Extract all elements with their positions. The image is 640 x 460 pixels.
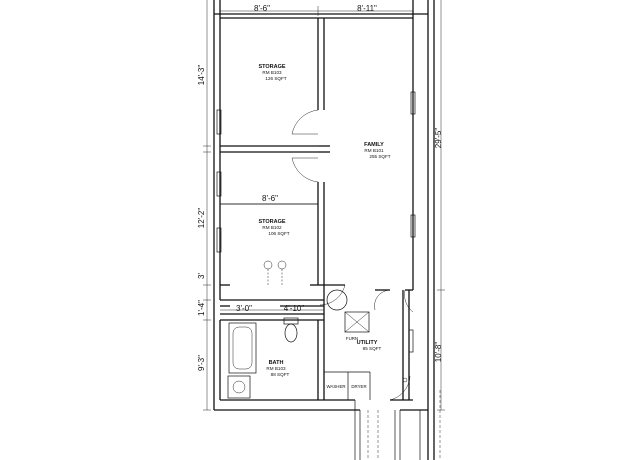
room-label-storage-lower: STORAGE RM B102 106 SQFT [258,219,289,236]
dim-left-small-a: 3' [197,273,206,279]
room-name: STORAGE [258,64,285,70]
room-label-bath: BATH RM B103 88 SQFT [266,360,289,377]
room-area: 255 SQFT [369,154,390,159]
window-markers [216,91,416,353]
room-name: BATH [269,360,284,366]
room-area: 106 SQFT [268,231,289,236]
dryer-label: DRYER [351,384,366,389]
room-number: RM B103 [262,70,282,75]
water-heater [326,289,348,311]
dim-left-small-b: 1'-4" [197,300,206,316]
room-name: UTILITY [357,340,378,346]
room-number: RM B101 [364,148,384,153]
washer-label: WASHER [326,384,345,389]
room-name: FAMILY [364,142,384,148]
room-label-family: FAMILY RM B101 255 SQFT [364,142,391,159]
dim-top-left: 8'-6" [254,4,270,13]
furnace-label: FURN [346,336,358,341]
room-number: RM B103 [266,366,286,371]
toilet [283,317,299,343]
dim-left-lower: 9'-3" [197,355,206,371]
dim-left-upper: 14'-3" [197,65,206,86]
dim-mid-storage: 8'-6" [262,194,278,203]
room-number: RM B102 [262,225,282,230]
exterior-walkway [354,390,441,460]
floor-drain [402,377,408,383]
room-area: 88 SQFT [271,372,290,377]
dim-left-mid: 12'-2" [197,208,206,229]
furnace [344,311,370,333]
room-name: STORAGE [258,219,285,225]
bathtub [228,322,257,374]
dim-top-right: 8'-11" [357,4,377,13]
room-label-storage-upper: STORAGE RM B103 126 SQFT [258,64,286,81]
exterior-walls [213,0,435,460]
dim-closet-width: 4'-10" [284,304,305,313]
vanity [227,375,251,399]
room-label-utility: UTILITY 85 SQFT [357,340,382,351]
interior-walls [220,18,413,400]
dim-right-lower: 10'-8" [434,342,443,363]
dimension-lines [203,0,445,411]
dim-right-total: 29'-5" [434,128,443,149]
room-area: 85 SQFT [363,346,382,351]
electrical-symbols [263,260,287,285]
dim-bath-width: 3'-0" [236,304,252,313]
room-area: 126 SQFT [265,76,286,81]
door-swings [291,109,414,401]
